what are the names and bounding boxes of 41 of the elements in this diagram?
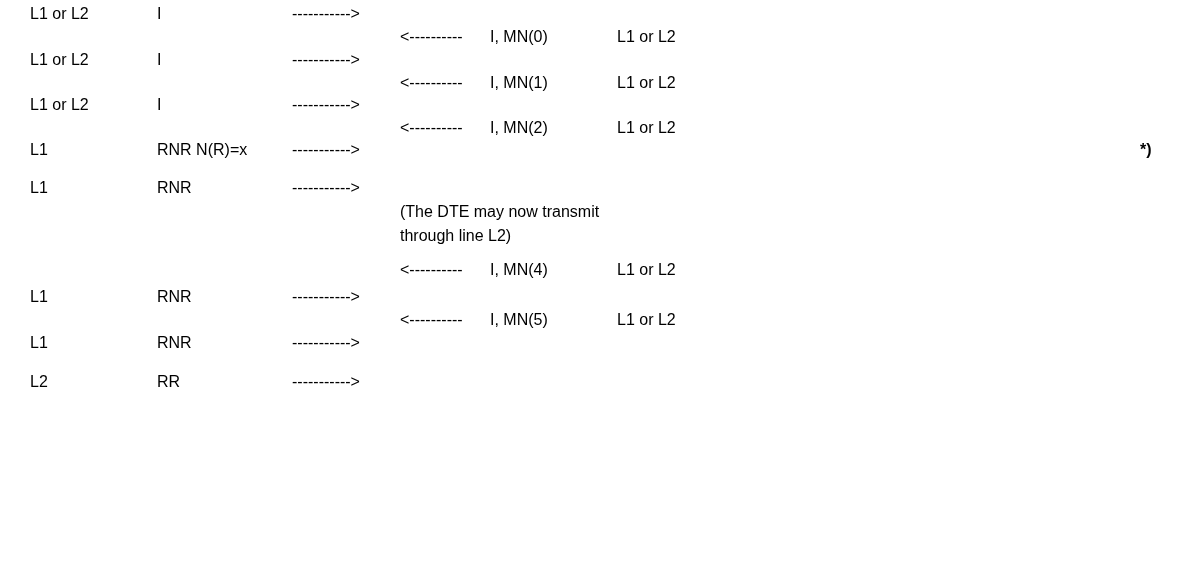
- frame-type: RNR: [157, 178, 192, 198]
- line-name: L1 or L2: [30, 95, 89, 115]
- ascii-arrow: ----------->: [292, 178, 360, 198]
- footnote-mark: *): [1140, 140, 1152, 160]
- line-name: L1 or L2: [617, 310, 676, 330]
- ascii-arrow: ----------->: [292, 140, 360, 160]
- frame-type: I, MN(5): [490, 310, 548, 330]
- ascii-arrow: ----------->: [292, 287, 360, 307]
- line-name: L1: [30, 287, 48, 307]
- line-name: L1 or L2: [30, 50, 89, 70]
- ascii-arrow: ----------->: [292, 372, 360, 392]
- ascii-arrow: ----------->: [292, 4, 360, 24]
- ascii-arrow: ----------->: [292, 50, 360, 70]
- line-name: L1 or L2: [617, 118, 676, 138]
- ascii-arrow: <----------: [400, 310, 463, 330]
- ascii-arrow: <----------: [400, 27, 463, 47]
- line-name: L1 or L2: [617, 73, 676, 93]
- frame-type: RNR: [157, 287, 192, 307]
- frame-type: I: [157, 4, 162, 24]
- line-name: L1: [30, 140, 48, 160]
- ascii-arrow: <----------: [400, 73, 463, 93]
- line-name: L1: [30, 333, 48, 353]
- frame-type: I: [157, 95, 162, 115]
- frame-type: RNR: [157, 333, 192, 353]
- frame-type: RNR N(R)=x: [157, 140, 248, 160]
- frame-type: I, MN(1): [490, 73, 548, 93]
- ascii-arrow: ----------->: [292, 95, 360, 115]
- ascii-arrow: <----------: [400, 260, 463, 280]
- line-name: L1 or L2: [617, 27, 676, 47]
- line-name: L1 or L2: [617, 260, 676, 280]
- frame-type: RR: [157, 372, 181, 392]
- frame-type: I, MN(4): [490, 260, 548, 280]
- line-name: L1: [30, 178, 48, 198]
- line-name: L2: [30, 372, 48, 392]
- ascii-arrow: ----------->: [292, 333, 360, 353]
- note-text: (The DTE may now transmit through line L2): [400, 202, 600, 246]
- frame-type: I, MN(0): [490, 27, 548, 47]
- frame-type: I: [157, 50, 162, 70]
- frame-type: I, MN(2): [490, 118, 548, 138]
- ascii-arrow: <----------: [400, 118, 463, 138]
- line-name: L1 or L2: [30, 4, 89, 24]
